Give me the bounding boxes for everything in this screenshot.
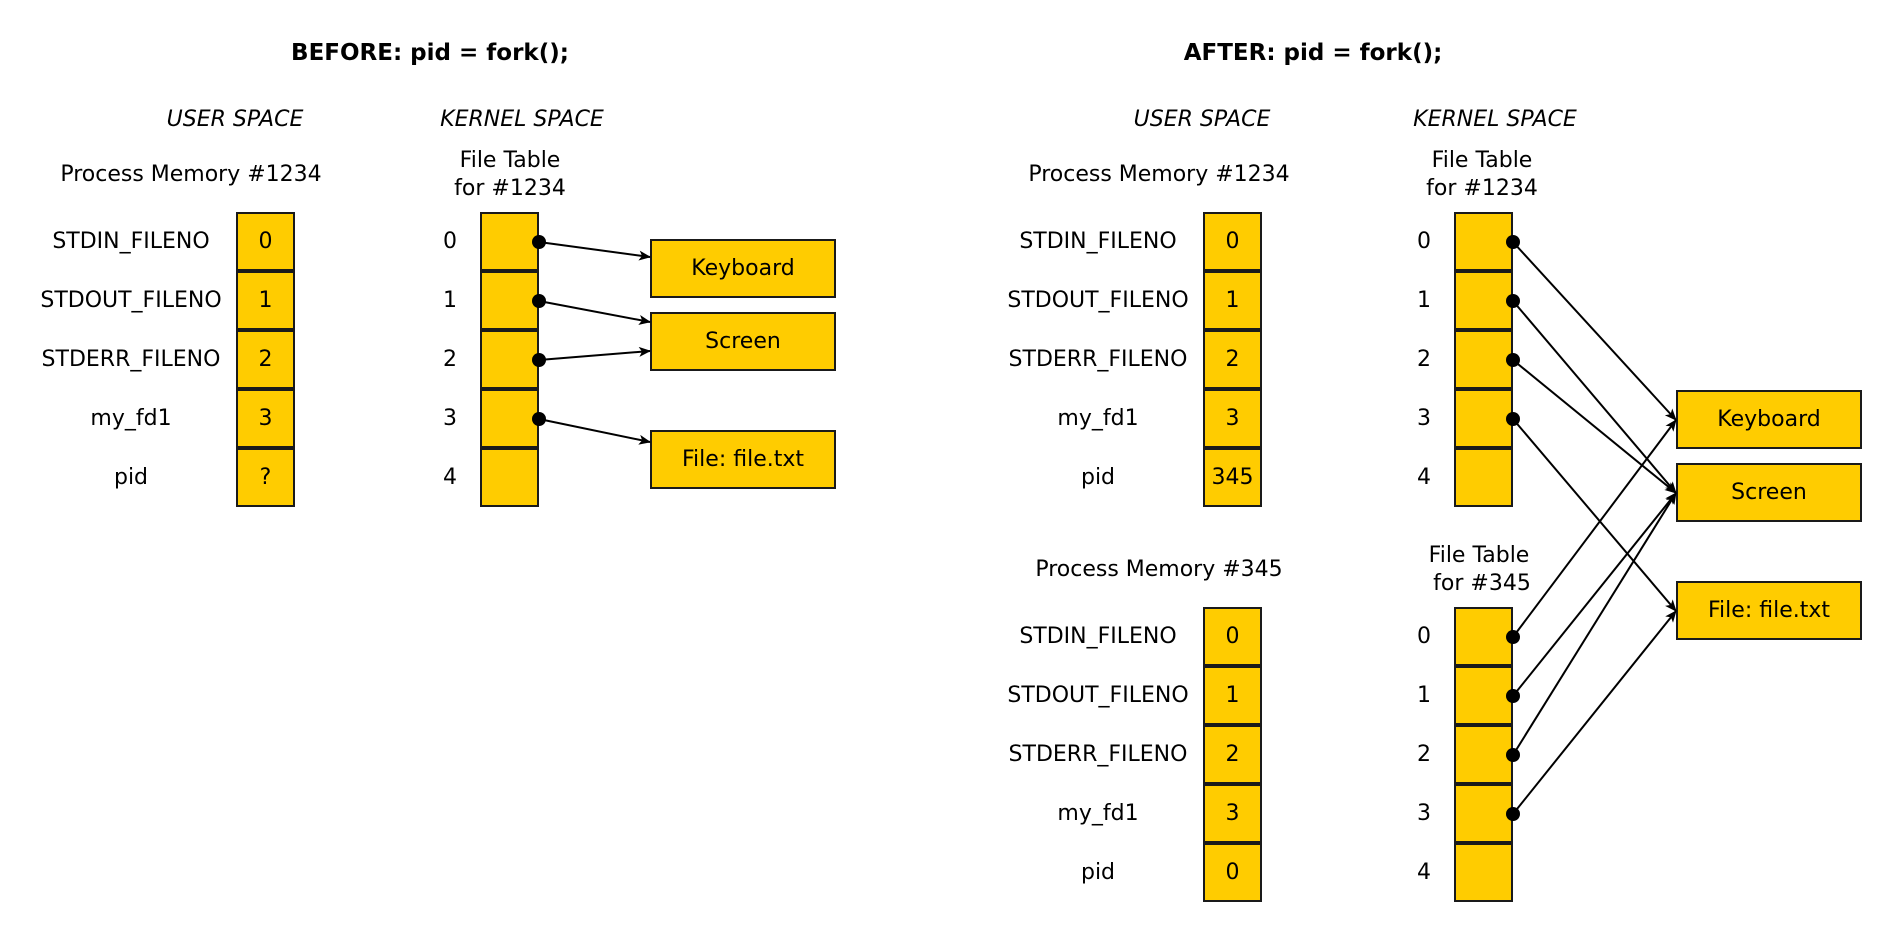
variable-name: STDIN_FILENO xyxy=(52,229,210,254)
file-table-cell xyxy=(1454,725,1513,784)
variable-name: pid xyxy=(1080,860,1116,885)
resource-file: File: file.txt xyxy=(650,430,836,489)
parent-process-title: Process Memory #1234 xyxy=(1028,162,1290,187)
memory-cell: 2 xyxy=(1203,725,1262,784)
fd-index: 4 xyxy=(1417,465,1431,490)
after-title: AFTER: pid = fork(); xyxy=(1183,40,1443,66)
file-table-cell xyxy=(480,330,539,389)
variable-name: pid xyxy=(1080,465,1116,490)
before-arrow xyxy=(538,418,651,445)
before-title: BEFORE: pid = fork(); xyxy=(291,40,569,66)
fd-index: 0 xyxy=(1417,624,1431,649)
child-arrow xyxy=(1512,492,1677,697)
parent-file-table-title-line1: File Table xyxy=(1431,148,1533,173)
fd-index: 4 xyxy=(443,465,457,490)
memory-cell: 345 xyxy=(1203,448,1262,507)
after-user-space-label: USER SPACE xyxy=(1133,107,1271,132)
memory-cell: ? xyxy=(236,448,295,507)
fd-index: 3 xyxy=(443,406,457,431)
file-table-cell xyxy=(480,212,539,271)
file-table-cell xyxy=(480,389,539,448)
memory-cell: 1 xyxy=(236,271,295,330)
file-table-cell xyxy=(1454,389,1513,448)
before-file-table-title-line1: File Table xyxy=(459,148,561,173)
file-table-cell xyxy=(480,448,539,507)
resource-keyboard: Keyboard xyxy=(1676,390,1862,449)
variable-name: my_fd1 xyxy=(1057,406,1139,431)
variable-name: my_fd1 xyxy=(1057,801,1139,826)
memory-cell: 0 xyxy=(1203,607,1262,666)
parent-arrow xyxy=(1512,359,1677,494)
resource-keyboard: Keyboard xyxy=(650,239,836,298)
parent-arrow xyxy=(1512,300,1677,494)
resource-screen: Screen xyxy=(1676,463,1862,522)
child-file-table-title-line1: File Table xyxy=(1428,543,1530,568)
fd-index: 2 xyxy=(1417,347,1431,372)
parent-arrow xyxy=(1512,241,1677,421)
file-table-cell xyxy=(1454,843,1513,902)
child-process-title: Process Memory #345 xyxy=(1035,557,1283,582)
memory-cell: 2 xyxy=(1203,330,1262,389)
memory-cell: 1 xyxy=(1203,271,1262,330)
fd-index: 4 xyxy=(1417,860,1431,885)
resource-screen: Screen xyxy=(650,312,836,371)
memory-cell: 0 xyxy=(1203,843,1262,902)
before-arrow xyxy=(538,300,651,325)
parent-file-table-title-line2: for #1234 xyxy=(1426,176,1538,201)
fd-index: 1 xyxy=(443,288,457,313)
memory-cell: 3 xyxy=(1203,389,1262,448)
variable-name: STDOUT_FILENO xyxy=(40,288,222,313)
file-table-cell xyxy=(1454,666,1513,725)
variable-name: STDERR_FILENO xyxy=(41,347,221,372)
variable-name: pid xyxy=(113,465,149,490)
child-arrow xyxy=(1512,419,1677,638)
memory-cell: 1 xyxy=(1203,666,1262,725)
variable-name: STDERR_FILENO xyxy=(1008,742,1188,767)
memory-cell: 3 xyxy=(1203,784,1262,843)
file-table-cell xyxy=(1454,212,1513,271)
variable-name: STDIN_FILENO xyxy=(1019,229,1177,254)
before-file-table-title-line2: for #1234 xyxy=(454,176,566,201)
file-table-cell xyxy=(1454,784,1513,843)
file-table-cell xyxy=(480,271,539,330)
fd-index: 1 xyxy=(1417,683,1431,708)
fd-index: 1 xyxy=(1417,288,1431,313)
before-arrow xyxy=(538,346,651,361)
variable-name: STDOUT_FILENO xyxy=(1007,288,1189,313)
fd-index: 2 xyxy=(443,347,457,372)
file-table-cell xyxy=(1454,448,1513,507)
variable-name: STDERR_FILENO xyxy=(1008,347,1188,372)
fd-index: 0 xyxy=(1417,229,1431,254)
fd-index: 2 xyxy=(1417,742,1431,767)
file-table-cell xyxy=(1454,607,1513,666)
variable-name: STDOUT_FILENO xyxy=(1007,683,1189,708)
memory-cell: 0 xyxy=(1203,212,1262,271)
file-table-cell xyxy=(1454,271,1513,330)
resource-file: File: file.txt xyxy=(1676,581,1862,640)
memory-cell: 2 xyxy=(236,330,295,389)
variable-name: my_fd1 xyxy=(90,406,172,431)
child-file-table-title-line2: for #345 xyxy=(1433,571,1531,596)
child-arrow xyxy=(1512,492,1677,756)
before-process-title: Process Memory #1234 xyxy=(60,162,322,187)
child-arrow xyxy=(1512,610,1677,815)
memory-cell: 3 xyxy=(236,389,295,448)
before-user-space-label: USER SPACE xyxy=(166,107,304,132)
before-arrow xyxy=(538,241,651,261)
fd-index: 3 xyxy=(1417,801,1431,826)
fd-index: 0 xyxy=(443,229,457,254)
fd-index: 3 xyxy=(1417,406,1431,431)
variable-name: STDIN_FILENO xyxy=(1019,624,1177,649)
memory-cell: 0 xyxy=(236,212,295,271)
file-table-cell xyxy=(1454,330,1513,389)
parent-arrow xyxy=(1512,418,1677,612)
before-kernel-space-label: KERNEL SPACE xyxy=(440,107,604,132)
after-kernel-space-label: KERNEL SPACE xyxy=(1413,107,1577,132)
